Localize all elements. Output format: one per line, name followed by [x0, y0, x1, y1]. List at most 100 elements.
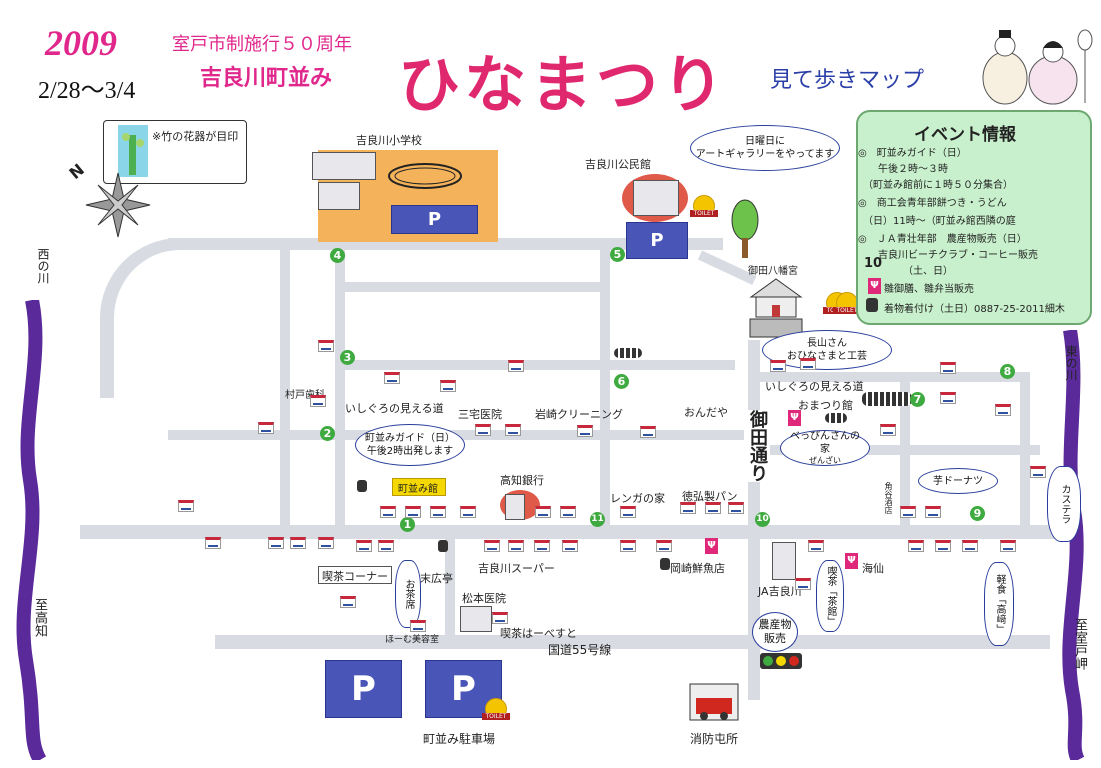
kominkan-label: 吉良川公民館	[585, 158, 651, 171]
hina-display	[268, 537, 284, 549]
marker-7: 7	[910, 392, 925, 407]
kochi-bank-building	[505, 494, 525, 520]
hina-display	[577, 425, 593, 437]
nosan-bubble: 農産物販売	[752, 612, 798, 652]
hina-display	[378, 540, 394, 552]
kakuya-label: 角谷酒店	[884, 482, 893, 514]
road-north	[168, 238, 723, 250]
east-river-label: 東の川	[1064, 345, 1078, 381]
road-route55	[215, 635, 1050, 649]
road-v-d	[445, 525, 455, 645]
kominkan-parking: P	[626, 222, 688, 259]
super-label: 吉良川スーパー	[478, 562, 555, 575]
event-item-5: （日）11時～（町並み館西隣の庭	[858, 216, 1016, 227]
hina-food-label: 雛御膳、雛弁当販売	[884, 284, 974, 295]
hina-doll-icon	[982, 29, 1093, 105]
castella-bubble: カステラ	[1047, 466, 1081, 542]
onda-dori-label: 御田通り	[744, 410, 770, 482]
traffic-light-icon	[760, 653, 802, 669]
event-item-2: 午後２時～３時	[858, 164, 948, 175]
road-main	[80, 525, 1070, 539]
event-panel: イベント情報 ◎ 町並みガイド（日） 午後２時～３時 （町並み館前に１時５０分集…	[856, 110, 1092, 325]
hina-display	[900, 506, 916, 518]
event-title: イベント情報	[914, 125, 1016, 145]
hina-display	[410, 620, 426, 632]
omatsuri-food-icon: Ψ	[788, 410, 801, 426]
imo-bubble: 芋ドーナツ	[918, 468, 998, 494]
hina-display	[460, 506, 476, 518]
marker-11: 11	[590, 512, 605, 527]
hina-display	[290, 537, 306, 549]
parking-toilet-icon: TOILET	[482, 698, 510, 720]
east-river	[1062, 330, 1085, 760]
kochi-bank-label: 高知銀行	[500, 474, 544, 487]
okazaki-food-icon: Ψ	[705, 538, 718, 554]
marker-3: 3	[340, 350, 355, 365]
ochaseki-bubble: お茶席	[395, 560, 421, 628]
event-item-4: ◎ 商工会青年部餅つき・うどん	[858, 198, 1007, 209]
kimono-icon-2	[438, 540, 448, 552]
hina-display	[318, 340, 334, 352]
hina-display	[1030, 466, 1046, 478]
school-parking: P	[391, 205, 478, 234]
hina-display	[508, 540, 524, 552]
kissa-haveste-label: 喫茶はーべすと	[500, 627, 577, 640]
hina-display	[795, 578, 811, 590]
event-toilet-icon: TOILET	[833, 292, 861, 314]
road-v-a	[280, 238, 290, 528]
event-item-3: （町並み館前に１時５０分集合）	[858, 180, 1013, 191]
marker-1: 1	[400, 517, 415, 532]
suehiro-label: 末広亭	[420, 572, 453, 585]
hina-display	[562, 540, 578, 552]
road-upper	[335, 282, 605, 292]
hina-display	[680, 502, 696, 514]
route55-label: 国道55号線	[548, 643, 612, 657]
parking-lot-label: 町並み駐車場	[423, 732, 496, 746]
kaisen-label: 海仙	[862, 562, 884, 575]
hina-display	[940, 362, 956, 374]
hina-display	[380, 506, 396, 518]
compass-icon	[85, 172, 151, 238]
hina-display	[492, 612, 508, 624]
to-muroto-label: 至室戸岬	[1072, 618, 1087, 670]
shrine-icon	[749, 278, 803, 338]
west-river-label: 西の川	[36, 248, 50, 284]
gallery-bubble: 日曜日に アートギャラリーをやってます	[690, 125, 840, 171]
event-item-8: （土、日）	[858, 266, 953, 277]
bamboo-vase-icon	[118, 125, 148, 177]
map-suffix: 見て歩きマップ	[770, 68, 925, 93]
hina-display	[405, 506, 421, 518]
kimono-icon-3	[660, 558, 670, 570]
tree-icon	[731, 199, 759, 258]
road-north-curve	[100, 238, 190, 398]
hina-display	[440, 380, 456, 392]
hina-display	[178, 500, 194, 512]
hina-display	[808, 540, 824, 552]
hina-display	[384, 372, 400, 384]
year: 2009	[45, 23, 117, 63]
main-title: ひなまつり	[398, 48, 729, 121]
hina-display	[728, 502, 744, 514]
hina-display	[484, 540, 500, 552]
kominkan-building	[633, 180, 679, 216]
hina-display	[356, 540, 372, 552]
marker-9: 9	[970, 506, 985, 521]
hina-display	[656, 540, 672, 552]
hina-display	[258, 422, 274, 434]
matsumoto-building	[460, 606, 492, 632]
stone-wall-1	[614, 348, 642, 358]
marker-10: 10	[755, 512, 770, 527]
kimono-icon-1	[357, 480, 367, 492]
hina-display	[475, 424, 491, 436]
road-mid1-east	[760, 372, 1030, 382]
beppin-bubble: べっぴんさんの家ぜんざい	[780, 430, 870, 466]
ja-building	[772, 542, 796, 580]
hina-display	[620, 540, 636, 552]
west-river	[16, 300, 47, 760]
hina-display	[705, 502, 721, 514]
marker-2: 2	[320, 426, 335, 441]
hina-display	[535, 506, 551, 518]
okazaki-label: 岡崎鮮魚店	[670, 562, 725, 575]
miyake-label: 三宅医院	[458, 408, 502, 421]
murato-label: 村戸歯科	[285, 390, 325, 401]
